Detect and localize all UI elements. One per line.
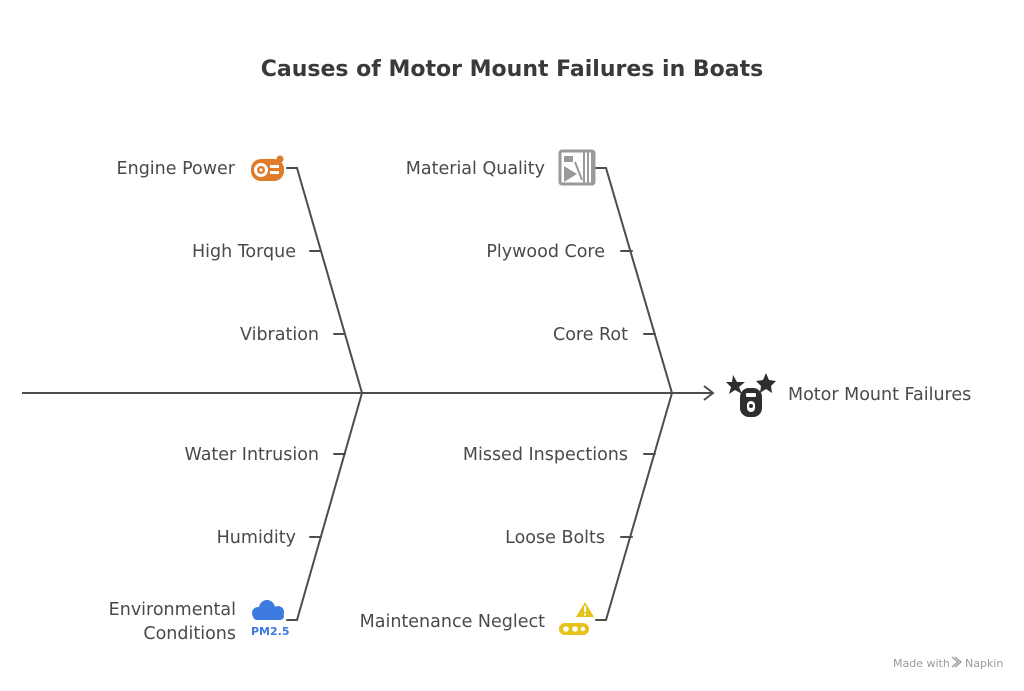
category-label: Material Quality — [406, 159, 545, 179]
engine-icon — [251, 155, 284, 181]
bone-material-quality — [595, 167, 673, 394]
cause-label: High Torque — [192, 242, 296, 262]
bone-maintenance-neglect — [595, 392, 673, 621]
cloud-pm25-icon: PM2.5 — [251, 600, 290, 638]
diagram-title: Causes of Motor Mount Failures in Boats — [261, 57, 763, 82]
watermark-brand: Napkin — [965, 657, 1003, 670]
effect-label: Motor Mount Failures — [788, 385, 971, 405]
cause-label: Vibration — [240, 325, 319, 345]
napkin-logo-icon — [951, 656, 963, 668]
engine-fault-icon — [726, 373, 776, 417]
bone-environmental-conditions — [286, 392, 363, 621]
cause-label: Missed Inspections — [463, 445, 628, 465]
cause-label: Core Rot — [553, 325, 628, 345]
watermark-prefix: Made with — [893, 657, 950, 670]
spine-arrowhead — [703, 385, 715, 401]
warning-chain-icon — [559, 602, 594, 635]
cause-label: Plywood Core — [486, 242, 605, 262]
category-label-line: Environmental — [109, 600, 236, 620]
pm25-text: PM2.5 — [251, 625, 290, 638]
cause-label: Water Intrusion — [185, 445, 319, 465]
cause-label: Humidity — [217, 528, 296, 548]
cause-label: Loose Bolts — [505, 528, 605, 548]
watermark: Made with Napkin — [893, 656, 1003, 670]
material-grid-icon — [558, 149, 596, 186]
category-label: Engine Power — [117, 159, 236, 179]
bone-engine-power — [286, 167, 363, 394]
category-label: Maintenance Neglect — [360, 612, 545, 632]
category-label-line: Conditions — [143, 624, 236, 644]
